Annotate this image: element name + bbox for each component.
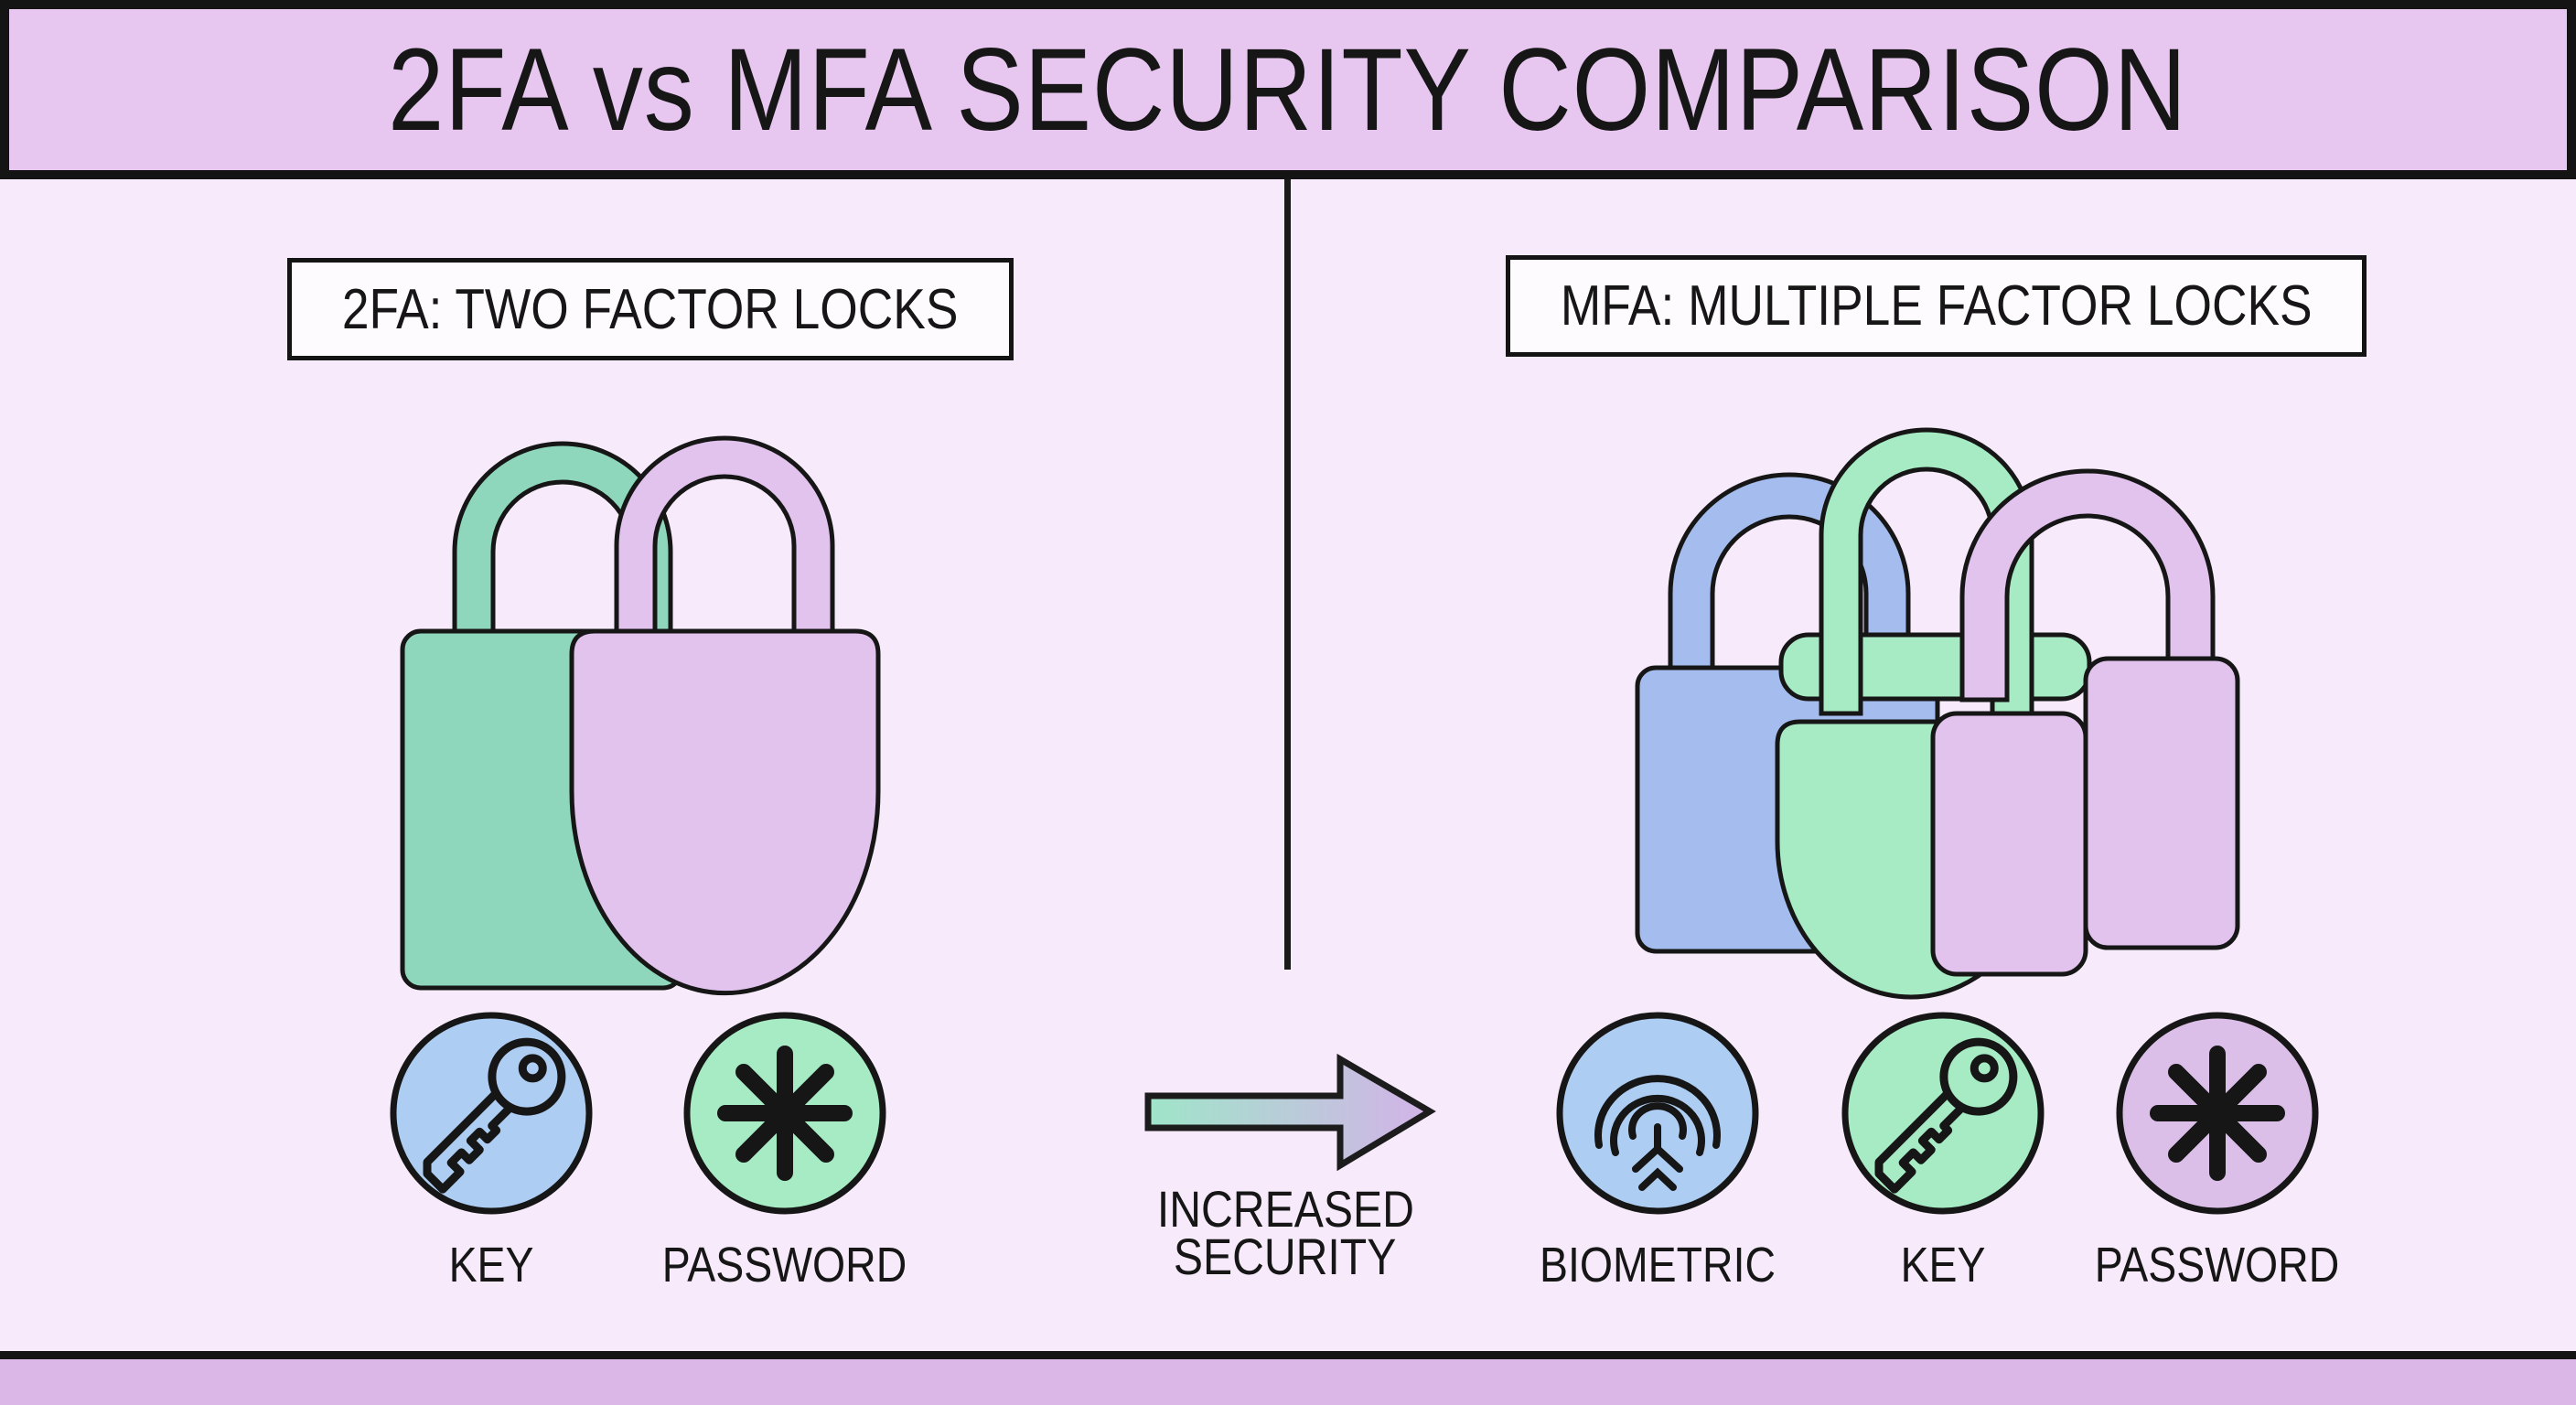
key-icon <box>1874 1037 2018 1194</box>
teal-padlock-shackle-icon <box>452 441 673 645</box>
left-password-factor-icon <box>683 1012 886 1215</box>
biometric-circle-icon <box>1556 1012 1759 1215</box>
page-title: 2FA vs MFA SECURITY COMPARISON <box>388 24 2188 156</box>
footer-divider <box>0 1351 2576 1359</box>
left-panel-label: 2FA: TWO FACTOR LOCKS <box>342 277 959 341</box>
arrow-caption-line2: SECURITY <box>1174 1228 1397 1285</box>
footer-band <box>0 1359 2576 1405</box>
biometric-label: BIOMETRIC <box>1539 1238 1776 1292</box>
multiple-factor-locks-illustration <box>1635 427 2240 1000</box>
left-key-factor-icon <box>390 1012 593 1215</box>
left-panel-label-box: 2FA: TWO FACTOR LOCKS <box>287 258 1014 360</box>
left-key-label: KEY <box>448 1238 534 1292</box>
right-password-label: PASSWORD <box>2095 1238 2340 1292</box>
right-password-factor-icon <box>2116 1012 2319 1215</box>
right-panel-label-box: MFA: MULTIPLE FACTOR LOCKS <box>1506 255 2367 357</box>
right-key-factor-icon <box>1841 1012 2045 1215</box>
right-key-label: KEY <box>1900 1238 1986 1292</box>
right-panel-label: MFA: MULTIPLE FACTOR LOCKS <box>1560 274 2313 338</box>
lavender-padlock-shackle-icon <box>614 435 835 654</box>
asterisk-icon <box>2150 1046 2285 1181</box>
increased-security-arrow <box>1144 1053 1436 1172</box>
left-password-label: PASSWORD <box>662 1238 907 1292</box>
lavender-padlock-body-icon <box>569 628 881 996</box>
key-circle-icon <box>390 1012 593 1215</box>
lavender-padlock-shackle-icon <box>1959 468 2216 702</box>
key-circle-icon <box>1841 1012 2045 1215</box>
two-factor-locks-illustration <box>400 435 881 996</box>
arrow-caption-line1: INCREASED <box>1156 1180 1414 1238</box>
panel-divider <box>1284 179 1291 970</box>
fingerprint-icon <box>1594 1075 1721 1191</box>
lavender-padlock-pendant-icon <box>1930 711 2088 977</box>
header-banner: 2FA vs MFA SECURITY COMPARISON <box>0 0 2576 179</box>
lavender-padlock-body-icon <box>2083 656 2240 950</box>
key-icon <box>423 1037 566 1194</box>
asterisk-icon <box>717 1046 853 1181</box>
arrow-shape-icon <box>1144 1053 1436 1172</box>
biometric-factor-icon <box>1556 1012 1759 1215</box>
